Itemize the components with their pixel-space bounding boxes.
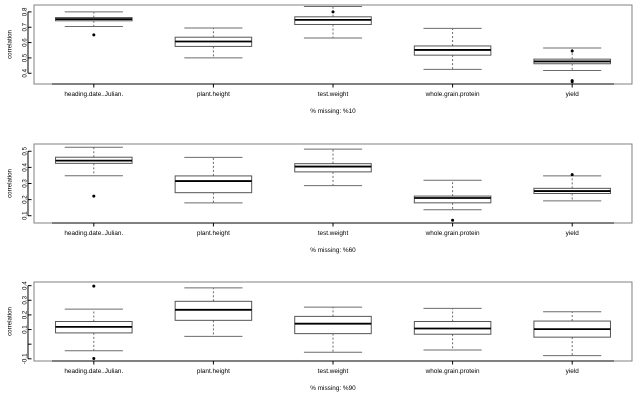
panel-1-svg: 0.4 0.5 0.6 0.7 0.8 correlation heading.date..… (7, 4, 633, 115)
y-tick-label: 0.3 (22, 296, 29, 305)
outlier-point (92, 33, 96, 37)
y-tick-label: 0.6 (22, 38, 29, 47)
x-category-label: plant.height (197, 230, 230, 237)
boxplot-whole.grain.protein: whole.grain.protein (413, 27, 492, 98)
boxplot-whole.grain.protein: whole.grain.protein (413, 179, 492, 237)
y-tick-label: 0.5 (22, 53, 29, 62)
x-category-label: whole.grain.protein (425, 91, 480, 98)
box-iqr (174, 175, 253, 193)
boxplot-heading.date..Julian.: heading.date..Julian. (55, 146, 133, 237)
boxplot-test.weight: test.weight (294, 306, 372, 375)
boxplot-yield: yield (533, 311, 611, 375)
x-category-label: heading.date..Julian. (64, 91, 123, 98)
outlier-point (570, 80, 574, 84)
boxplot-yield: yield (533, 47, 611, 98)
boxplot-whole.grain.protein: whole.grain.protein (413, 308, 492, 375)
y-tick-label: 0.2 (22, 310, 29, 319)
boxplot-heading.date..Julian.: heading.date..Julian. (55, 284, 133, 375)
y-tick-label: 0.2 (22, 194, 29, 203)
x-category-label: test.weight (318, 230, 349, 237)
boxplot-panel-2: 0.1 0.2 0.3 0.4 0.5 correlation heading.date..… (0, 139, 640, 278)
x-category-label: whole.grain.protein (425, 230, 480, 237)
x-category-label: plant.height (197, 91, 230, 98)
panel-subtitle: % missing: %10 (310, 108, 356, 115)
y-tick-label: 0.3 (22, 178, 29, 187)
boxplot-panel-3: -0.1 0.1 0.2 0.3 0.4 correlation heading.date.… (0, 277, 640, 416)
y-axis-title: correlation (7, 29, 14, 58)
outlier-point (92, 194, 96, 198)
plot-frame (33, 143, 633, 224)
x-category-label: yield (566, 91, 580, 98)
outlier-point (331, 10, 335, 14)
y-tick-label: 0.8 (22, 7, 29, 16)
box-iqr (294, 162, 372, 172)
y-tick-label: 0.4 (22, 162, 29, 171)
x-category-label: yield (566, 230, 580, 237)
panel-3-svg: -0.1 0.1 0.2 0.3 0.4 correlation heading.date.… (7, 281, 633, 392)
x-category-label: test.weight (318, 368, 349, 375)
y-tick-label: 0.4 (22, 68, 29, 77)
outlier-point (570, 172, 574, 176)
x-category-label: heading.date..Julian. (64, 230, 123, 237)
y-tick-label: -0.1 (22, 353, 29, 364)
x-category-label: yield (566, 368, 580, 375)
y-tick-label: 0.4 (22, 281, 29, 290)
boxplot-plant.height: plant.height (174, 27, 253, 98)
y-tick-label: 0.7 (22, 22, 29, 31)
y-axis-title: correlation (7, 168, 14, 197)
panel-subtitle: % missing: %60 (310, 247, 356, 254)
outlier-point (92, 357, 96, 361)
panel-subtitle: % missing: %90 (310, 385, 356, 392)
boxplot-test.weight: test.weight (294, 148, 372, 237)
outlier-point (92, 284, 96, 288)
x-category-label: heading.date..Julian. (64, 368, 123, 375)
box-iqr (174, 300, 253, 322)
box-iqr (294, 316, 372, 335)
boxplot-plant.height: plant.height (174, 287, 253, 375)
box-iqr (413, 195, 492, 203)
x-category-label: test.weight (318, 91, 349, 98)
y-tick-label: 0.1 (22, 210, 29, 219)
boxplot-test.weight: test.weight (294, 6, 372, 98)
panel-2-svg: 0.1 0.2 0.3 0.4 0.5 correlation heading.date..… (7, 143, 633, 254)
boxplot-yield: yield (533, 172, 611, 237)
boxplot-heading.date..Julian.: heading.date..Julian. (55, 11, 133, 98)
x-category-label: whole.grain.protein (425, 368, 480, 375)
y-tick-label: 0.1 (22, 325, 29, 334)
y-tick-label: 0.5 (22, 146, 29, 155)
outlier-point (451, 218, 455, 222)
y-axis-title: correlation (7, 307, 14, 336)
boxplot-plant.height: plant.height (174, 156, 253, 237)
boxplot-panel-1: 0.4 0.5 0.6 0.7 0.8 correlation heading.date..… (0, 0, 640, 139)
x-category-label: plant.height (197, 368, 230, 375)
outlier-point (570, 49, 574, 53)
